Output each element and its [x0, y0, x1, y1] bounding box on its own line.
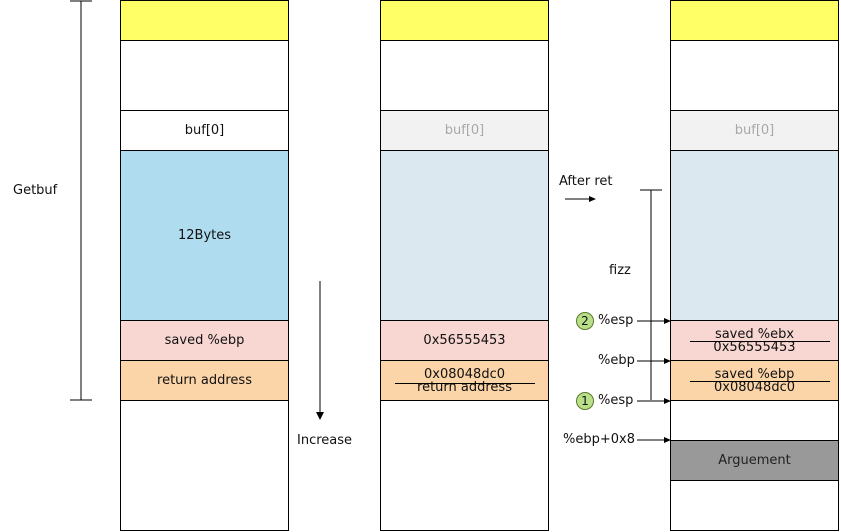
- ebp-label: %ebp: [598, 353, 635, 368]
- stack3-gap-block: [670, 400, 839, 441]
- stack3-saved-ebx-cell: saved %ebx 0x56555453: [670, 320, 839, 361]
- fizz-label: fizz: [609, 263, 631, 278]
- stack3-saved-ebx-struck: 0x56555453: [713, 339, 796, 355]
- esp2-arrow-head: [664, 318, 671, 324]
- stack3-saved-ebp-struck: 0x08048dc0: [714, 379, 795, 395]
- stack2-bytes-cell: [380, 150, 549, 321]
- after-ret-label: After ret: [559, 174, 613, 189]
- stack1-return-address-cell: return address: [120, 360, 289, 401]
- stack3-top-block: [670, 0, 839, 41]
- stack3-saved-ebx: saved %ebx: [714, 326, 795, 342]
- stack1-saved-ebp-cell: saved %ebp: [120, 320, 289, 361]
- esp1-label: %esp: [598, 393, 634, 408]
- stack3-bytes-cell: [670, 150, 839, 321]
- stack3-empty-block: [670, 40, 839, 111]
- stack1-bottom-block: [120, 400, 289, 531]
- stack2-buf-cell: buf[0]: [380, 110, 549, 151]
- stack2-return-cell: 0x08048dc0 return address: [380, 360, 549, 401]
- ebp8-arrow-head: [664, 437, 671, 443]
- ebp-arrow-head: [664, 358, 671, 364]
- stack2-saved-ebp-cell: 0x56555453: [380, 320, 549, 361]
- stack3-buf-cell: buf[0]: [670, 110, 839, 151]
- stack1-bytes-cell: 12Bytes: [120, 150, 289, 321]
- stack3-argument-cell: Arguement: [670, 440, 839, 481]
- increase-arrow-head: [316, 412, 324, 420]
- stack1-top-block: [120, 0, 289, 41]
- stack2-bottom-block: [380, 400, 549, 531]
- badge-2: 2: [576, 312, 594, 330]
- stack2-ret-value: 0x08048dc0: [424, 366, 505, 382]
- stack3-bottom-block: [670, 480, 839, 531]
- ebp8-label: %ebp+0x8: [563, 432, 635, 447]
- stack2-strike-line: [395, 383, 535, 384]
- stack3-strike-line-1: [690, 341, 830, 342]
- esp1-arrow-head: [664, 398, 671, 404]
- stack1-buf-cell: buf[0]: [120, 110, 289, 151]
- increase-label: Increase: [297, 433, 353, 448]
- stack3-strike-line-2: [690, 381, 830, 382]
- stack3-saved-ebp-cell: saved %ebp 0x08048dc0: [670, 360, 839, 401]
- esp2-label: %esp: [598, 313, 634, 328]
- after-ret-arrow-head: [589, 196, 596, 202]
- stack1-empty-block: [120, 40, 289, 111]
- stack2-empty-block: [380, 40, 549, 111]
- badge-1: 1: [576, 392, 594, 410]
- stack2-top-block: [380, 0, 549, 41]
- stack3-saved-ebp: saved %ebp: [714, 366, 795, 382]
- getbuf-label: Getbuf: [13, 183, 58, 198]
